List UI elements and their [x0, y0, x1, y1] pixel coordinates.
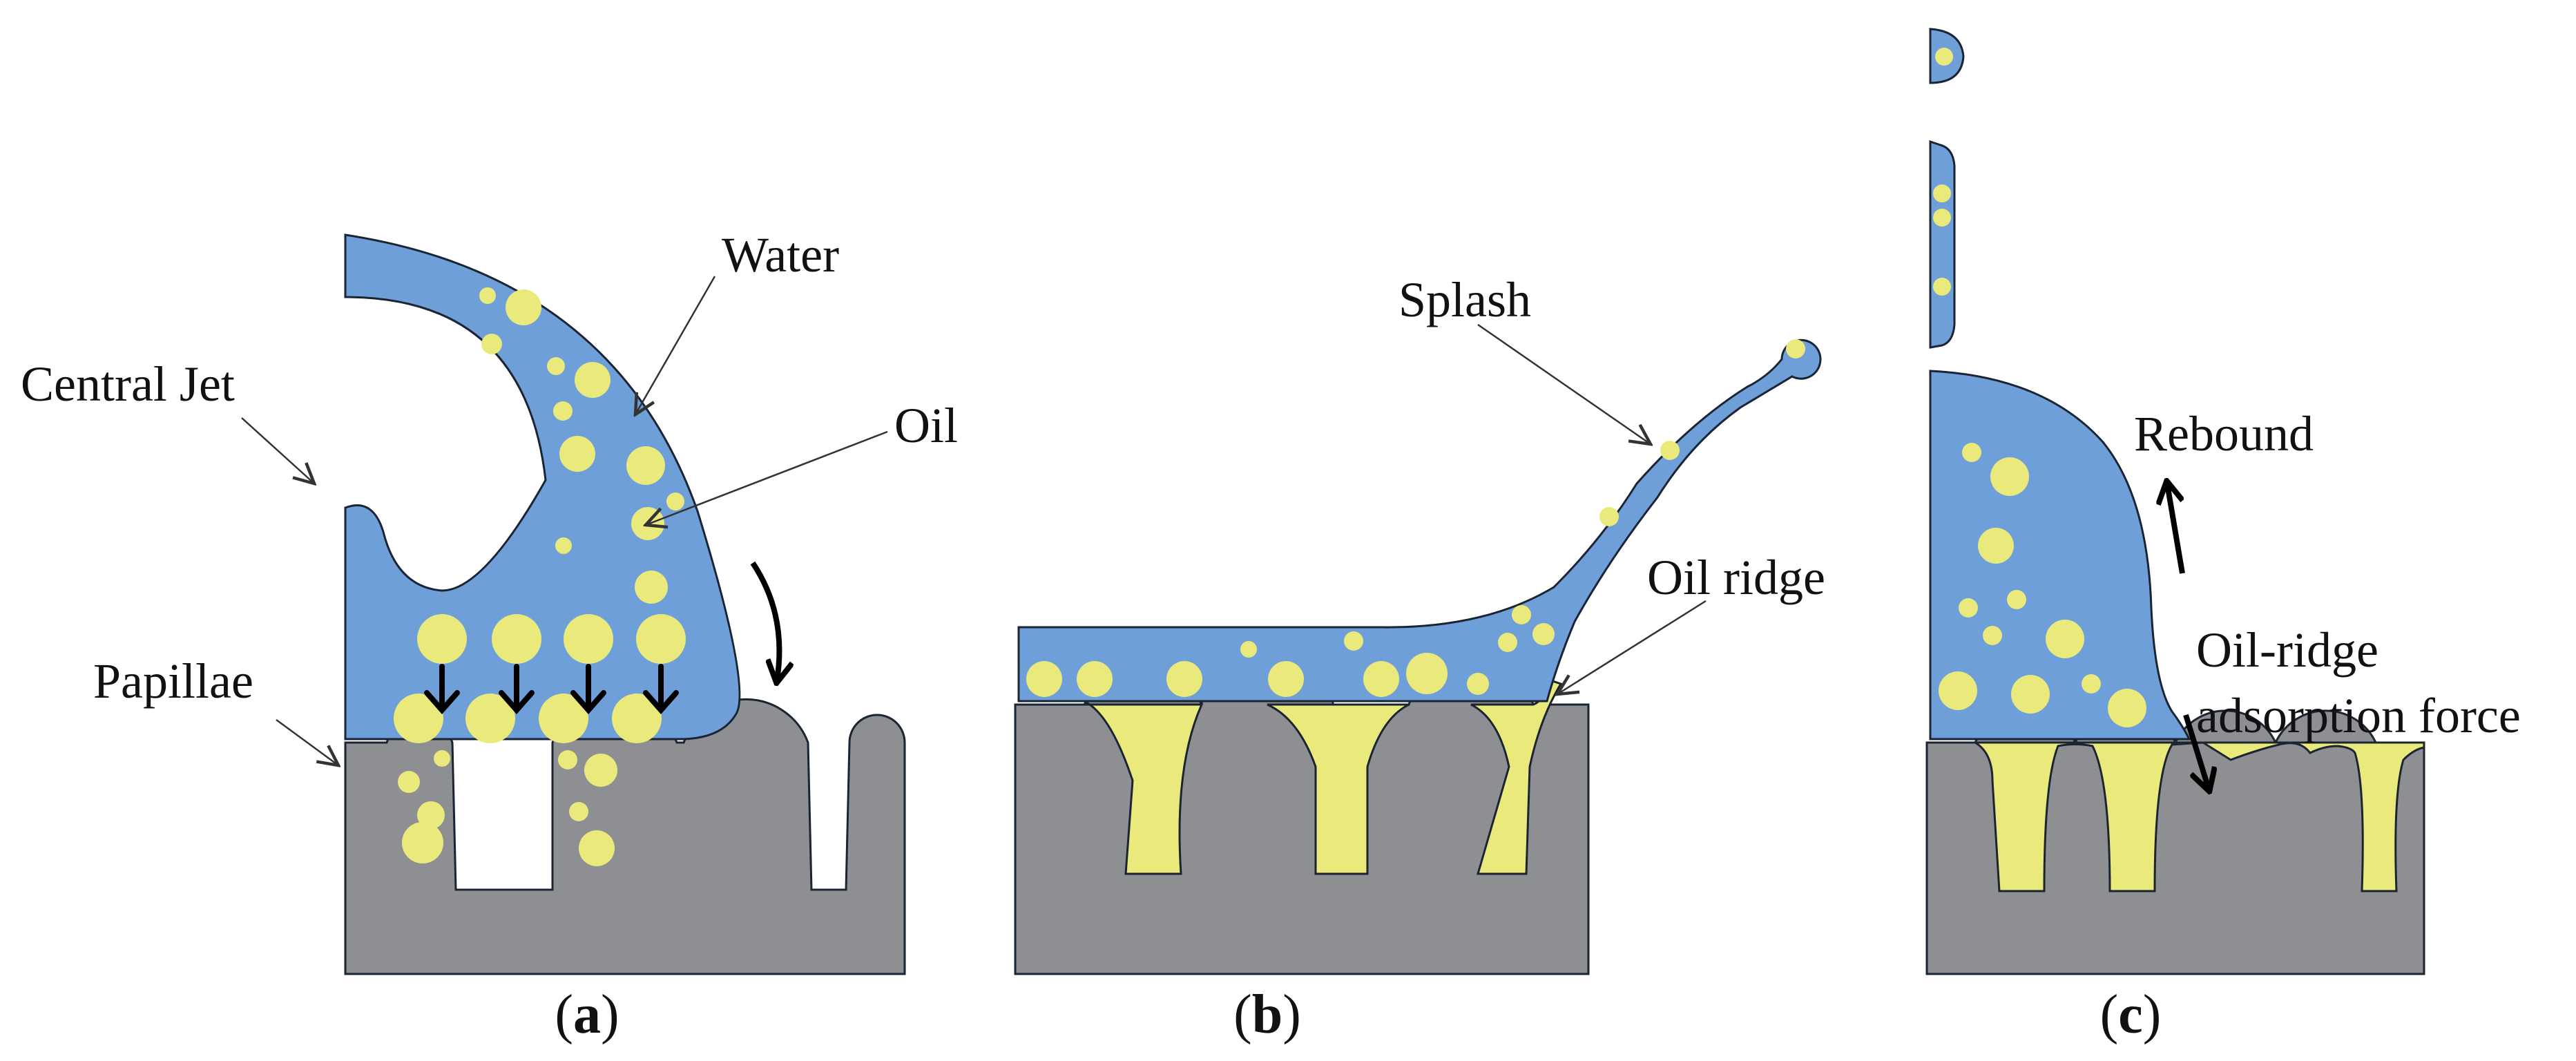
- oil-droplet: [1933, 184, 1951, 202]
- oil-droplet: [555, 537, 572, 554]
- oil-droplet: [1344, 631, 1363, 651]
- oil-droplet: [479, 287, 496, 304]
- oil-droplet: [434, 750, 450, 767]
- label-splash: Splash: [1398, 272, 1531, 327]
- oil-droplet: [1933, 278, 1951, 296]
- oil-droplet: [1532, 623, 1555, 645]
- oil-droplet: [1077, 661, 1113, 697]
- oil-droplet: [1467, 673, 1489, 695]
- water-ligament-c: [1929, 140, 1956, 349]
- water-film-b: [1017, 338, 1822, 702]
- oil-droplet: [584, 754, 617, 787]
- oil-droplet: [1935, 48, 1953, 66]
- oil-droplet: [1786, 339, 1805, 359]
- oil-droplet: [1939, 671, 1977, 710]
- oil-droplet: [564, 614, 613, 664]
- oil-droplet: [1990, 457, 2029, 496]
- label-water: Water: [722, 227, 839, 283]
- oil-droplet: [612, 694, 662, 743]
- oil-droplet: [1933, 209, 1951, 227]
- oil-droplet: [626, 446, 665, 485]
- oil-droplet: [559, 436, 595, 472]
- caption-a: (a): [555, 984, 619, 1045]
- oil-droplet: [2046, 620, 2084, 658]
- down-arrow-icon: [424, 664, 460, 715]
- label-adsorption-line2: adsorption force: [2196, 688, 2521, 743]
- oil-droplet: [2082, 674, 2101, 694]
- oil-droplet: [398, 771, 420, 793]
- oil-droplet: [2007, 590, 2026, 609]
- oil-droplet: [1363, 661, 1399, 697]
- oil-droplet: [1166, 661, 1202, 697]
- oil-droplet: [636, 614, 686, 664]
- oil-droplet: [402, 822, 443, 863]
- oil-droplet: [465, 694, 515, 743]
- rebound-arrow-icon: [2167, 484, 2185, 574]
- panel-a: Central Jet Water Oil Papillae (a): [21, 227, 958, 1045]
- label-rebound: Rebound: [2134, 406, 2314, 461]
- label-adsorption-line1: Oil-ridge: [2196, 622, 2378, 678]
- oil-droplet: [2011, 675, 2050, 714]
- oil-droplet: [1962, 443, 1981, 462]
- oil-droplet: [417, 801, 445, 829]
- oil-droplet: [1599, 507, 1619, 526]
- leader-lines-b: [1477, 323, 1707, 694]
- oil-droplets-b: [1026, 339, 1805, 697]
- downward-arrows-a: [424, 664, 679, 715]
- label-papillae: Papillae: [93, 653, 253, 709]
- oil-droplet: [579, 830, 615, 866]
- flow-curved-arrow-icon: [750, 561, 779, 680]
- label-oil-ridge: Oil ridge: [1647, 550, 1825, 605]
- down-arrow-icon: [499, 664, 535, 715]
- oil-droplet: [417, 614, 467, 664]
- oil-droplet: [553, 401, 573, 421]
- adsorption-arrow-icon: [2183, 714, 2209, 789]
- down-arrow-icon: [570, 664, 606, 715]
- oil-pillar-b2: [1267, 703, 1410, 875]
- oil-droplet: [666, 493, 684, 510]
- oil-droplet: [1959, 598, 1978, 618]
- oil-droplet: [569, 802, 588, 821]
- oil-droplet: [539, 694, 588, 743]
- oil-droplets-a: [394, 287, 686, 866]
- oil-droplet: [492, 614, 541, 664]
- oil-droplet: [481, 334, 502, 354]
- oil-droplets-c: [1933, 48, 2146, 727]
- oil-droplet: [1406, 653, 1448, 694]
- oil-pillars-b: [1084, 702, 1204, 875]
- oil-droplet: [575, 362, 611, 398]
- oil-layer-c: [1927, 741, 2425, 892]
- oil-droplet: [1983, 626, 2002, 645]
- oil-droplet: [1240, 641, 1257, 658]
- oil-droplet: [1978, 528, 2014, 564]
- oil-droplet: [547, 357, 565, 375]
- oil-droplet: [1498, 633, 1517, 652]
- label-oil: Oil: [894, 398, 958, 453]
- oil-droplet: [558, 750, 577, 770]
- oil-droplet: [394, 694, 443, 743]
- oil-droplet: [506, 289, 541, 325]
- oil-droplet: [635, 571, 668, 604]
- panel-c: Rebound Oil-ridge adsorption force (c): [1925, 28, 2521, 1045]
- oil-droplet: [2108, 689, 2146, 727]
- caption-c: (c): [2100, 984, 2162, 1045]
- oil-droplet: [1026, 661, 1062, 697]
- leader-lines-a: [241, 276, 888, 765]
- panel-b: Splash Oil ridge (b): [1014, 272, 1825, 1045]
- label-central-jet: Central Jet: [21, 356, 235, 412]
- caption-b: (b): [1233, 984, 1301, 1045]
- oil-droplet: [1660, 441, 1680, 460]
- oil-droplet: [1512, 605, 1531, 624]
- oil-droplet: [1268, 661, 1304, 697]
- water-droplet-a: [344, 233, 741, 740]
- water-droplet-c: [1929, 370, 2191, 740]
- down-arrow-icon: [643, 664, 679, 715]
